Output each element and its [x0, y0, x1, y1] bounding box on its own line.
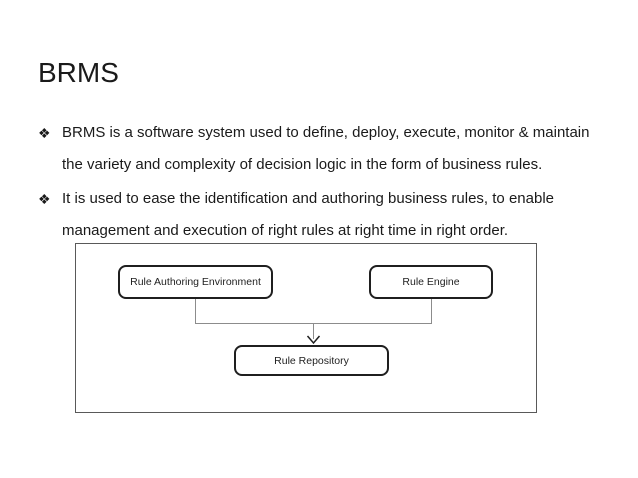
merge-connector-line [195, 299, 432, 324]
node-rule-repository: Rule Repository [234, 345, 389, 376]
bullet-item: ❖ It is used to ease the identification … [38, 183, 602, 247]
bullet-list: ❖ BRMS is a software system used to defi… [38, 117, 602, 247]
diamond-bullet-icon: ❖ [38, 191, 51, 207]
node-label: Rule Repository [274, 354, 349, 367]
node-rule-authoring-environment: Rule Authoring Environment [118, 265, 273, 299]
arrowhead-icon [306, 335, 321, 345]
bullet-item: ❖ BRMS is a software system used to defi… [38, 117, 602, 181]
slide-title: BRMS [38, 57, 119, 88]
bullet-text: BRMS is a software system used to define… [62, 124, 590, 173]
brms-architecture-diagram: Rule Authoring Environment Rule Engine R… [75, 243, 537, 413]
diamond-bullet-icon: ❖ [38, 125, 51, 141]
bullet-text: It is used to ease the identification an… [62, 190, 554, 239]
node-rule-engine: Rule Engine [369, 265, 493, 299]
node-label: Rule Engine [402, 276, 460, 288]
connector-lines [195, 299, 432, 345]
node-label: Rule Authoring Environment [130, 276, 261, 288]
